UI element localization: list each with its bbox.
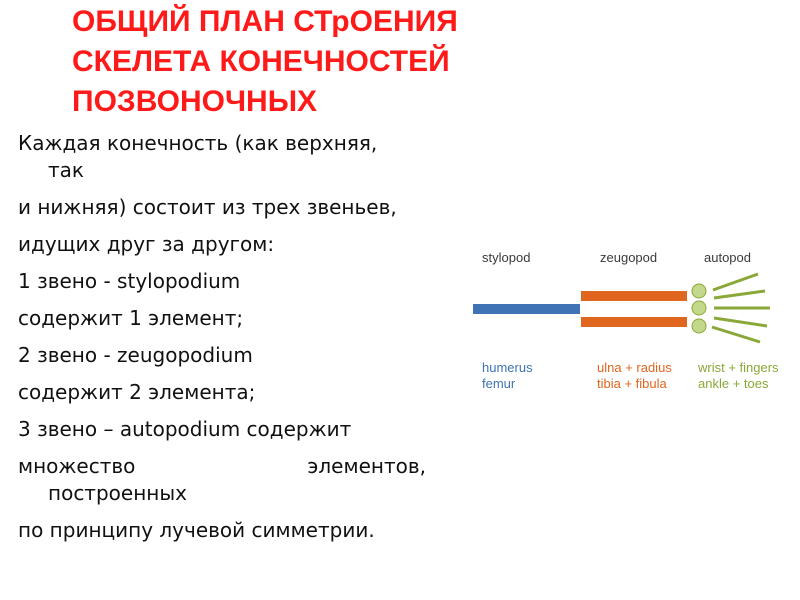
body-line: 2 звено - zeugopodium — [18, 343, 253, 367]
body-line: идущих друг за другом: — [18, 232, 275, 256]
autopod-ray — [713, 289, 766, 300]
stylopod-label-1: humerus — [482, 360, 533, 375]
body-line: содержит 1 элемент; — [18, 306, 244, 330]
body-line: 1 звено - stylopodium — [18, 269, 241, 293]
body-word: множество — [18, 454, 136, 478]
body-word: элементов, — [307, 454, 426, 478]
body-line: по принципу лучевой симметрии. — [18, 518, 375, 542]
body-text: Каждая конечность (как верхняя, так и ни… — [18, 128, 448, 552]
body-line: так — [48, 158, 84, 182]
body-line: содержит 2 элемента; — [18, 380, 256, 404]
body-line-justified: множество элементов, — [18, 451, 426, 488]
autopod-circle — [691, 300, 707, 316]
limb-diagram: stylopod zeugopod autopod humerus femur … — [460, 240, 790, 410]
stylopod-bone — [473, 304, 580, 314]
title-line-1: ОБЩИЙ ПЛАН СТрОЕНИЯ — [72, 5, 458, 38]
zeugopod-label-2: tibia + fibula — [597, 376, 667, 391]
autopod-ray — [713, 316, 768, 328]
autopod-label-2: ankle + toes — [698, 376, 769, 391]
zeugopod-bone-lower — [581, 317, 687, 327]
body-line: Каждая конечность (как верхняя, — [18, 131, 378, 155]
body-line: 3 звено – autopodium содержит — [18, 417, 352, 441]
limb-bones-graphic — [473, 272, 770, 344]
autopod-circle — [691, 283, 707, 299]
zeugopod-header: zeugopod — [600, 250, 658, 265]
autopod-label-1: wrist + fingers — [698, 360, 779, 375]
title-line-2: СКЕЛЕТА КОНЕЧНОСТЕЙ — [72, 45, 450, 78]
autopod-ray — [712, 272, 759, 292]
stylopod-header: stylopod — [482, 250, 531, 265]
stylopod-label-2: femur — [482, 376, 516, 391]
title-line-3: ПОЗВОНОЧНЫХ — [72, 85, 318, 118]
autopod-header: autopod — [704, 250, 751, 265]
slide-title: ОБЩИЙ ПЛАН СТрОЕНИЯ СКЕЛЕТА КОНЕЧНОСТЕЙ … — [72, 2, 592, 122]
autopod-circle — [691, 318, 707, 334]
body-line: и нижняя) состоит из трех звеньев, — [18, 195, 397, 219]
zeugopod-label-1: ulna + radius — [597, 360, 672, 375]
body-line: построенных — [48, 481, 187, 505]
zeugopod-bone-upper — [581, 291, 687, 301]
autopod-ray — [711, 325, 761, 344]
